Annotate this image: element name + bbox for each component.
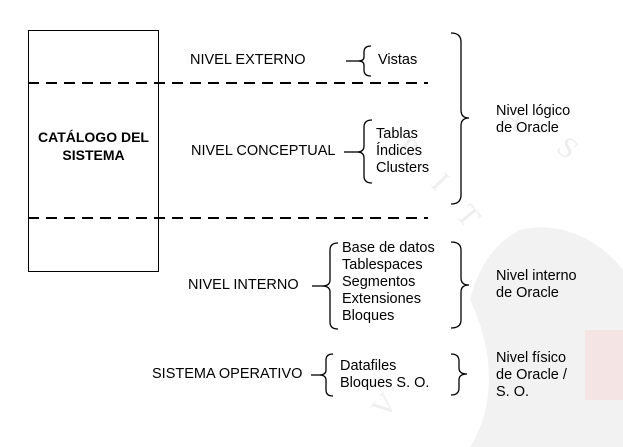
- catalog-label-line1: CATÁLOGO DEL: [38, 129, 149, 145]
- catalog-label-line2: SISTEMA: [62, 147, 125, 163]
- group-logico-line2: de Oracle: [496, 120, 559, 136]
- list-item: Tablespaces: [342, 257, 423, 273]
- group-fisico-line1: Nivel físico: [496, 350, 567, 366]
- brace-so: [318, 353, 334, 397]
- list-item: Base de datos: [342, 240, 435, 256]
- brace-fisico: [450, 353, 468, 396]
- list-item: Datafiles: [340, 358, 397, 374]
- brace-logico: [450, 32, 470, 205]
- group-interno-line1: Nivel interno: [496, 268, 577, 284]
- list-item: Bloques S. O.: [340, 375, 430, 391]
- brace-group-interno: [450, 241, 470, 329]
- group-interno-line2: de Oracle: [496, 285, 559, 301]
- interno-items: Base de datos Tablespaces Segmentos Exte…: [342, 240, 435, 325]
- catalog-label: CATÁLOGO DEL SISTEMA: [28, 128, 159, 164]
- level-externo-label: NIVEL EXTERNO: [190, 52, 306, 68]
- brace-externo: [357, 45, 372, 77]
- catalog-box: [28, 30, 159, 272]
- watermark-shield: [585, 330, 623, 400]
- group-logico-line1: Nivel lógico: [496, 103, 571, 119]
- level-so-label: SISTEMA OPERATIVO: [152, 366, 303, 382]
- so-items: Datafiles Bloques S. O.: [340, 358, 429, 392]
- conceptual-items: Tablas Índices Clusters: [376, 126, 429, 177]
- list-item: Tablas: [376, 126, 418, 142]
- list-item: Índices: [376, 143, 422, 159]
- group-fisico-line2: de Oracle /: [496, 367, 567, 383]
- group-fisico: Nivel físico de Oracle / S. O.: [496, 350, 567, 401]
- level-conceptual-label: NIVEL CONCEPTUAL: [191, 143, 336, 159]
- list-item: Clusters: [376, 160, 430, 176]
- watermark-eagle: [470, 227, 623, 447]
- list-item: Extensiones: [342, 291, 421, 307]
- item-vistas: Vistas: [378, 52, 418, 68]
- group-fisico-line3: S. O.: [496, 384, 530, 400]
- group-logico: Nivel lógico de Oracle: [496, 103, 570, 137]
- list-item: Segmentos: [342, 274, 416, 290]
- brace-conceptual: [356, 119, 373, 184]
- brace-interno: [321, 242, 339, 330]
- level-interno-label: NIVEL INTERNO: [188, 277, 299, 293]
- list-item: Bloques: [342, 308, 395, 324]
- group-interno: Nivel interno de Oracle: [496, 268, 577, 302]
